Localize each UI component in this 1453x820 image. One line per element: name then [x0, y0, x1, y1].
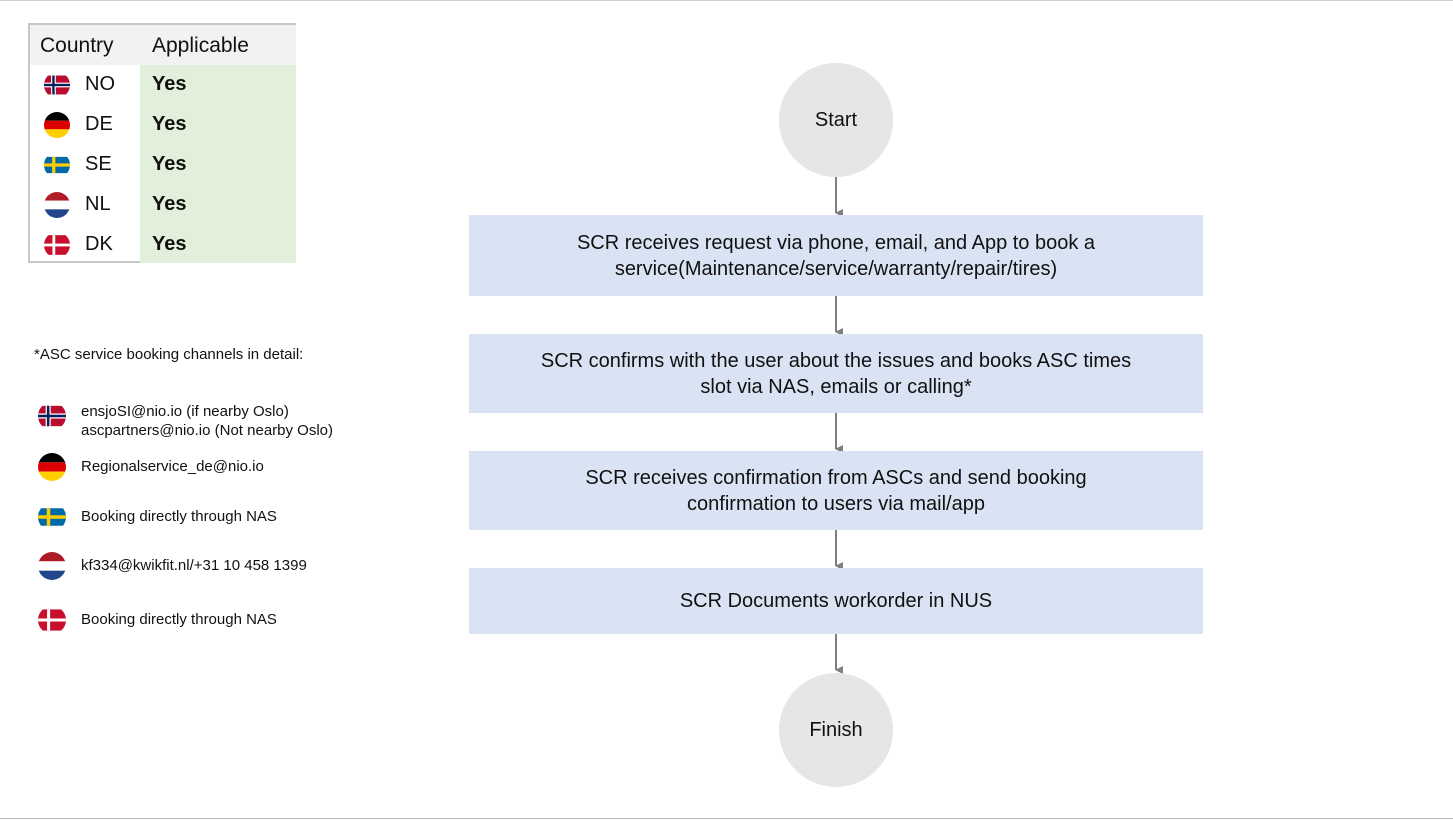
table-row: NO Yes — [30, 65, 296, 105]
channel-item: Booking directly through NAS — [38, 606, 458, 634]
channel-item: kf334@kwikfit.nl/+31 10 458 1399 — [38, 552, 458, 580]
channel-text: kf334@kwikfit.nl/+31 10 458 1399 — [81, 557, 307, 574]
flow-step: SCR receives confirmation from ASCs and … — [469, 451, 1203, 530]
applicable-value: Yes — [152, 233, 187, 255]
applicable-column — [140, 65, 296, 263]
flow-step: SCR confirms with the user about the iss… — [469, 334, 1203, 413]
country-code: NO — [85, 73, 115, 95]
channel-text: Booking directly through NAS — [81, 508, 277, 525]
step-line: service(Maintenance/service/warranty/rep… — [614, 257, 1058, 280]
country-code: DE — [85, 113, 113, 135]
country-table: Country Applicable NO Yes DE Yes SE Yes … — [28, 23, 296, 263]
table-row: SE Yes — [30, 145, 296, 185]
country-code: NL — [85, 193, 111, 215]
top-divider — [0, 0, 1453, 1]
table-row: DK Yes — [30, 225, 296, 265]
channel-text: Booking directly through NAS — [81, 611, 277, 628]
step-line: confirmation to users via mail/app — [687, 492, 985, 515]
applicable-header: Applicable — [152, 34, 249, 57]
finish-node: Finish — [779, 673, 893, 787]
channel-text: ensjoSI@nio.io (if nearby Oslo) ascpartn… — [81, 402, 333, 440]
channel-item: ensjoSI@nio.io (if nearby Oslo) ascpartn… — [38, 402, 458, 442]
step-line: SCR receives confirmation from ASCs and … — [585, 466, 1087, 489]
channel-text: Regionalservice_de@nio.io — [81, 458, 264, 475]
start-node: Start — [779, 63, 893, 177]
applicable-value: Yes — [152, 73, 187, 95]
applicable-value: Yes — [152, 153, 187, 175]
country-code: SE — [85, 153, 112, 175]
country-header: Country — [40, 34, 114, 57]
step-line: SCR receives request via phone, email, a… — [576, 231, 1096, 254]
country-code: DK — [85, 233, 113, 255]
table-row: NL Yes — [30, 185, 296, 225]
step-line: slot via NAS, emails or calling* — [700, 375, 972, 398]
channels-title: *ASC service booking channels in detail: — [34, 346, 304, 363]
channel-item: Booking directly through NAS — [38, 503, 458, 531]
step-line: SCR confirms with the user about the iss… — [540, 349, 1132, 372]
flow-step: SCR receives request via phone, email, a… — [469, 215, 1203, 296]
applicable-value: Yes — [152, 193, 187, 215]
flow-step: SCR Documents workorder in NUS — [469, 568, 1203, 634]
applicable-value: Yes — [152, 113, 187, 135]
step-line: SCR Documents workorder in NUS — [679, 590, 993, 612]
channel-item: Regionalservice_de@nio.io — [38, 453, 458, 481]
table-header: Country Applicable — [30, 25, 296, 65]
channel-line: ensjoSI@nio.io (if nearby Oslo) — [81, 403, 289, 420]
table-row: DE Yes — [30, 105, 296, 145]
channel-line: ascpartners@nio.io (Not nearby Oslo) — [81, 422, 333, 439]
bottom-divider — [0, 818, 1453, 819]
